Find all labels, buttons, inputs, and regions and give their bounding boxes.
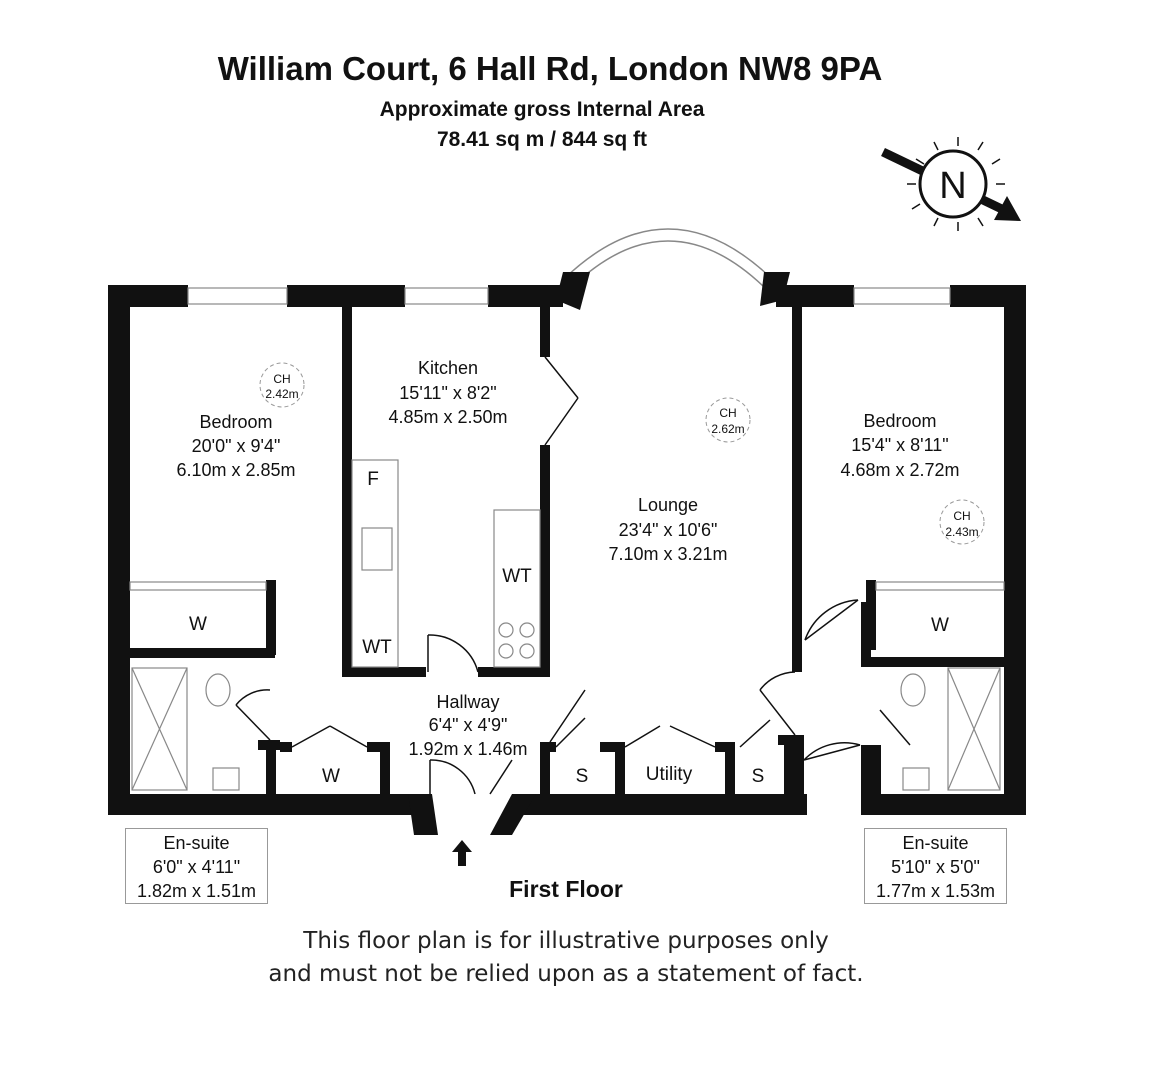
area-label: Approximate gross Internal Area — [379, 98, 705, 121]
ensuite-right-name: En-suite — [902, 833, 969, 853]
room-bedroom-left: Bedroom 20'0" x 9'4" 6.10m x 2.85m — [176, 412, 295, 480]
svg-text:7.10m x 3.21m: 7.10m x 3.21m — [608, 544, 727, 564]
room-hallway: Hallway 6'4" x 4'9" 1.92m x 1.46m — [408, 692, 527, 759]
ensuite-left-label-box: En-suite 6'0" x 4'11" 1.82m x 1.51m — [125, 828, 268, 904]
svg-text:23'4" x 10'6": 23'4" x 10'6" — [619, 520, 718, 540]
svg-text:CH: CH — [273, 372, 290, 386]
svg-text:4.85m x 2.50m: 4.85m x 2.50m — [388, 407, 507, 427]
ensuite-left-name: En-suite — [163, 833, 230, 853]
svg-text:Hallway: Hallway — [436, 692, 499, 712]
property-address-title: William Court, 6 Hall Rd, London NW8 9PA — [217, 50, 883, 87]
room-lounge: Lounge 23'4" x 10'6" 7.10m x 3.21m — [608, 495, 727, 564]
room-bedroom-right: Bedroom 15'4" x 8'11" 4.68m x 2.72m — [840, 411, 959, 480]
doors — [235, 356, 911, 795]
wardrobe-label-right: W — [931, 615, 949, 636]
ceiling-height-bedroom-left: CH 2.42m — [259, 362, 305, 408]
fridge-label: F — [367, 469, 379, 490]
svg-text:4.68m x 2.72m: 4.68m x 2.72m — [840, 460, 959, 480]
ensuite-right-label-box: En-suite 5'10" x 5'0" 1.77m x 1.53m — [864, 828, 1007, 904]
svg-text:Bedroom: Bedroom — [863, 411, 936, 431]
svg-text:1.92m x 1.46m: 1.92m x 1.46m — [408, 739, 527, 759]
ceiling-height-bedroom-right: CH 2.43m — [939, 499, 985, 545]
room-kitchen: Kitchen 15'11" x 8'2" 4.85m x 2.50m — [388, 358, 507, 427]
storage-label-left: S — [576, 766, 589, 787]
ensuite-fixtures — [131, 667, 1001, 791]
svg-text:20'0" x 9'4": 20'0" x 9'4" — [192, 436, 281, 456]
svg-text:2.43m: 2.43m — [945, 525, 978, 539]
svg-text:Lounge: Lounge — [638, 495, 698, 515]
svg-text:CH: CH — [953, 509, 970, 523]
utility-label: Utility — [646, 764, 693, 785]
ensuite-left-metric: 1.82m x 1.51m — [136, 881, 257, 901]
compass-north-label: N — [939, 165, 966, 207]
walls — [108, 285, 1026, 835]
ensuite-right-imperial: 5'10" x 5'0" — [891, 857, 980, 877]
water-tank-label-left: WT — [362, 637, 392, 658]
bay-window — [564, 228, 772, 287]
ceiling-height-lounge: CH 2.62m — [705, 397, 751, 443]
ensuite-left-imperial: 6'0" x 4'11" — [152, 857, 241, 877]
svg-text:Bedroom: Bedroom — [199, 412, 272, 432]
compass-icon: N — [881, 137, 1021, 231]
disclaimer-line-1: This floor plan is for illustrative purp… — [303, 928, 829, 954]
disclaimer-line-2: and must not be relied upon as a stateme… — [268, 961, 864, 987]
wardrobe-label-hall: W — [322, 766, 340, 787]
floor-label: First Floor — [509, 876, 623, 902]
area-value: 78.41 sq m / 844 sq ft — [436, 128, 648, 151]
ensuite-right-metric: 1.77m x 1.53m — [875, 881, 996, 901]
water-tank-label-right: WT — [502, 566, 532, 587]
svg-text:6'4" x 4'9": 6'4" x 4'9" — [429, 715, 508, 735]
entrance-arrow-icon — [452, 840, 472, 866]
svg-text:15'11" x 8'2": 15'11" x 8'2" — [399, 383, 496, 403]
svg-text:2.62m: 2.62m — [711, 422, 744, 436]
storage-label-right: S — [752, 766, 765, 787]
kitchen-units — [351, 459, 541, 668]
svg-text:15'4" x 8'11": 15'4" x 8'11" — [851, 435, 948, 455]
svg-text:Kitchen: Kitchen — [418, 358, 478, 378]
svg-text:6.10m x 2.85m: 6.10m x 2.85m — [176, 460, 295, 480]
svg-text:2.42m: 2.42m — [265, 387, 298, 401]
svg-text:CH: CH — [719, 406, 736, 420]
windows — [187, 287, 951, 305]
wardrobe-label-left: W — [189, 614, 207, 635]
